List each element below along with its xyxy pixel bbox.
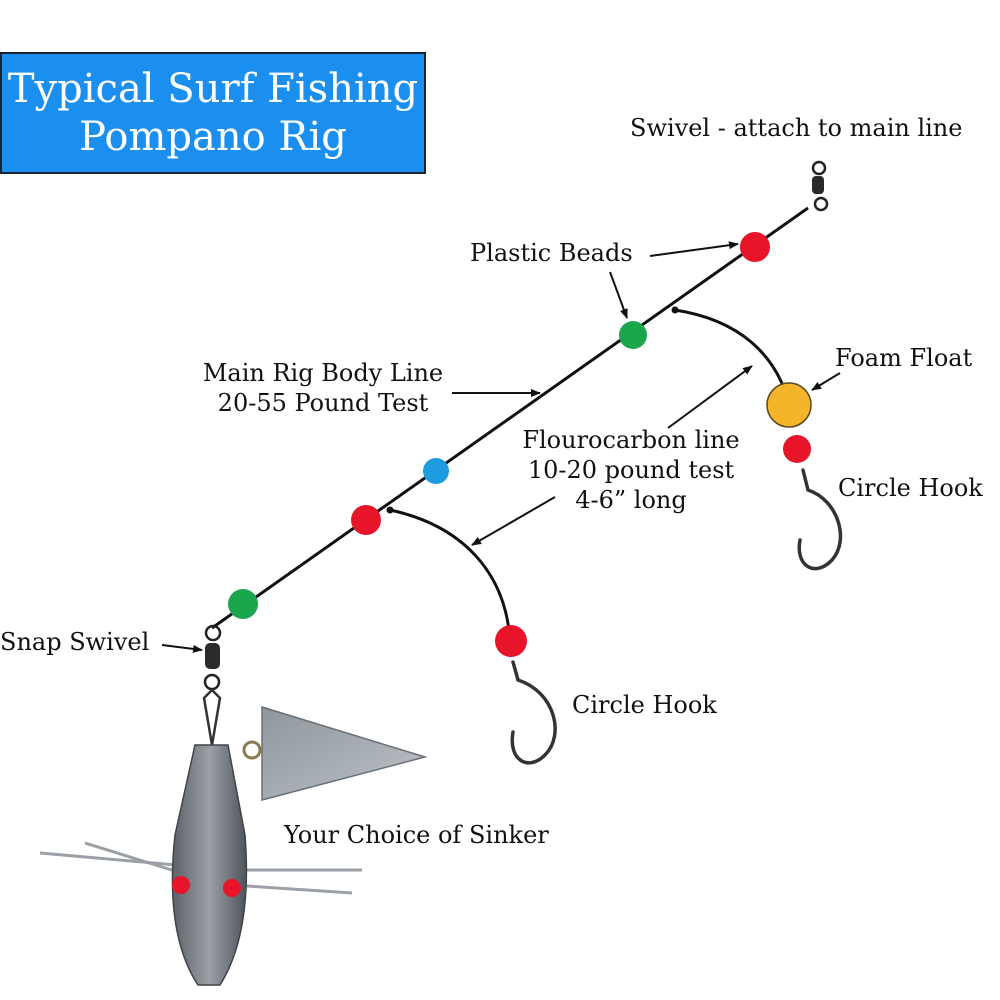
green-bead-upper (619, 321, 647, 349)
label-fluoro-3: 4-6” long (575, 486, 687, 514)
red-bead-upper-dropper (783, 435, 811, 463)
label-main-line: Main Rig Body Line 20-55 Pound Test (192, 358, 454, 418)
label-snap-swivel: Snap Swivel (0, 628, 150, 656)
snap-swivel-icon (202, 624, 222, 746)
label-swivel: Swivel - attach to main line (630, 114, 963, 142)
label-main-line-2: 20-55 Pound Test (217, 389, 429, 417)
label-circle-hook-upper: Circle Hook (838, 474, 983, 502)
title-box: Typical Surf Fishing Pompano Rig (0, 52, 426, 174)
label-fluoro-2: 10-20 pound test (527, 456, 735, 484)
arrow-fluoro-lower (471, 496, 556, 546)
arrow-fluoro-upper (667, 365, 753, 429)
lower-dropper-line (389, 508, 512, 641)
label-fluorocarbon: Flourocarbon line 10-20 pound test 4-6” … (505, 425, 757, 515)
circle-hook-upper-icon (797, 468, 843, 571)
label-fluoro-1: Flourocarbon line (522, 426, 740, 454)
circle-hook-lower-icon (510, 660, 557, 765)
title-line-2: Pompano Rig (79, 114, 347, 160)
foam-float (766, 382, 812, 428)
blue-bead (423, 458, 449, 484)
red-bead-lower-dropper (495, 625, 527, 657)
title-line-1: Typical Surf Fishing (7, 66, 419, 112)
red-bead-top (740, 232, 770, 262)
dropper-knot-lower (386, 506, 394, 514)
label-foam-float: Foam Float (835, 344, 973, 372)
label-plastic-beads: Plastic Beads (470, 239, 633, 267)
dropper-knot-upper (671, 306, 679, 314)
label-sinker: Your Choice of Sinker (284, 821, 549, 849)
arrow-plastic-beads-top (649, 241, 739, 257)
red-bead-middle (351, 505, 381, 535)
arrow-snap-swivel (161, 644, 203, 653)
green-bead-lower (228, 589, 258, 619)
label-circle-hook-lower: Circle Hook (572, 691, 717, 719)
label-main-line-1: Main Rig Body Line (202, 359, 444, 387)
spider-sinker-icon (39, 744, 362, 986)
upper-dropper-line (674, 308, 790, 401)
pyramid-sinker-icon (242, 705, 428, 801)
arrow-foam-float (811, 372, 841, 391)
swivel-icon (811, 160, 829, 212)
main-rig-line (211, 206, 809, 630)
arrow-plastic-beads-green (609, 271, 628, 319)
